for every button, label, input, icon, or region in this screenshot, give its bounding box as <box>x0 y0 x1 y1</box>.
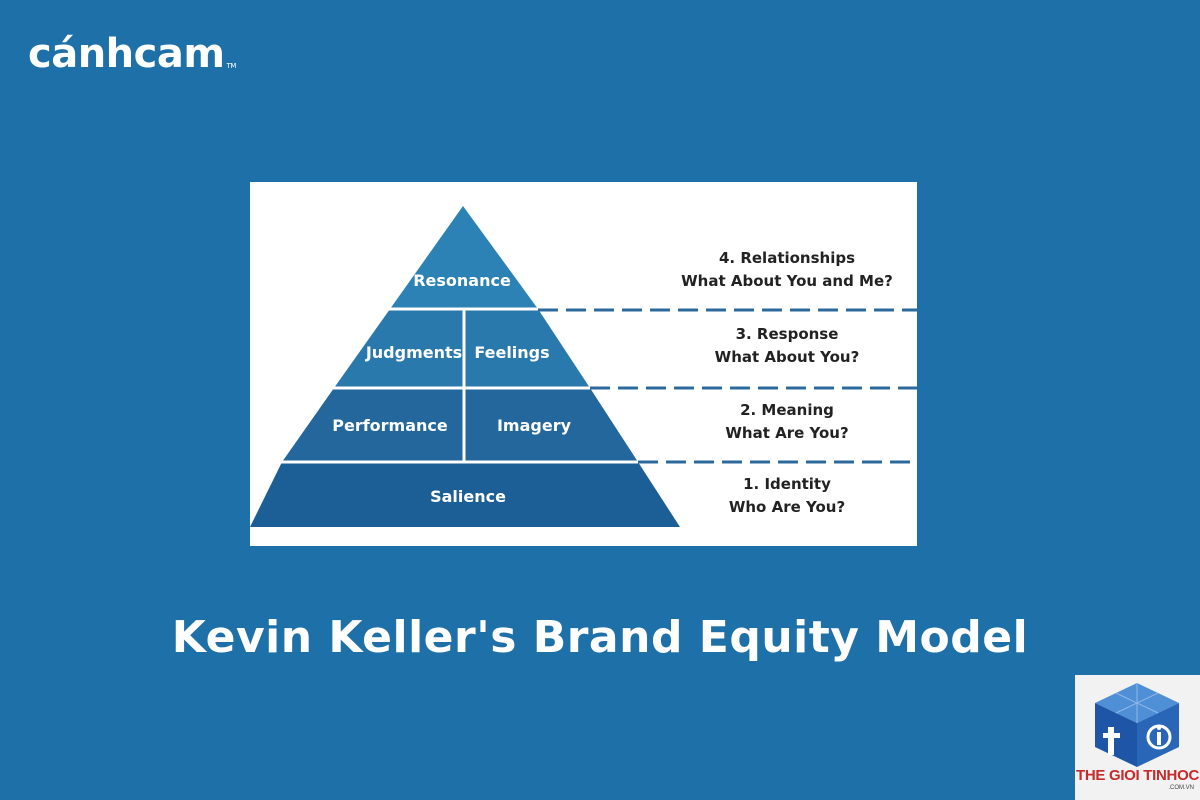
level-4-title: 4. Relationships <box>719 249 855 267</box>
tier-feelings <box>464 309 590 388</box>
tier-label-feelings: Feelings <box>474 343 549 362</box>
tier-label-judgments: Judgments <box>365 343 462 362</box>
watermark-badge[interactable]: THE GIOI TINHOC .COM.VN <box>1075 675 1200 800</box>
tier-imagery <box>464 388 638 462</box>
tier-salience <box>250 462 680 527</box>
watermark-name: THE GIOI TINHOC <box>1075 767 1199 784</box>
tier-label-performance: Performance <box>332 416 448 435</box>
tier-label-resonance: Resonance <box>413 271 511 290</box>
level-2-title: 2. Meaning <box>740 401 834 419</box>
level-4-question: What About You and Me? <box>681 272 893 290</box>
page-title: Kevin Keller's Brand Equity Model <box>171 612 1029 663</box>
diagram-panel: Resonance Judgments Feelings Performance… <box>250 182 917 546</box>
tier-performance <box>282 388 464 462</box>
cube-logo-icon <box>1095 683 1179 767</box>
level-3-title: 3. Response <box>736 325 839 343</box>
level-3-question: What About You? <box>715 348 860 366</box>
tier-judgments <box>334 309 464 388</box>
pyramid-diagram: Resonance Judgments Feelings Performance… <box>250 206 917 527</box>
level-2-question: What Are You? <box>725 424 848 442</box>
watermark-sub: .COM.VN <box>1168 785 1194 791</box>
level-1-question: Who Are You? <box>729 498 845 516</box>
tier-label-imagery: Imagery <box>497 416 572 435</box>
tier-label-salience: Salience <box>430 487 506 506</box>
tier-resonance <box>390 206 538 309</box>
brand-logo-text: cánhcam <box>28 31 225 77</box>
level-1-title: 1. Identity <box>743 475 831 493</box>
brand-logo-tm: TM <box>226 62 237 70</box>
